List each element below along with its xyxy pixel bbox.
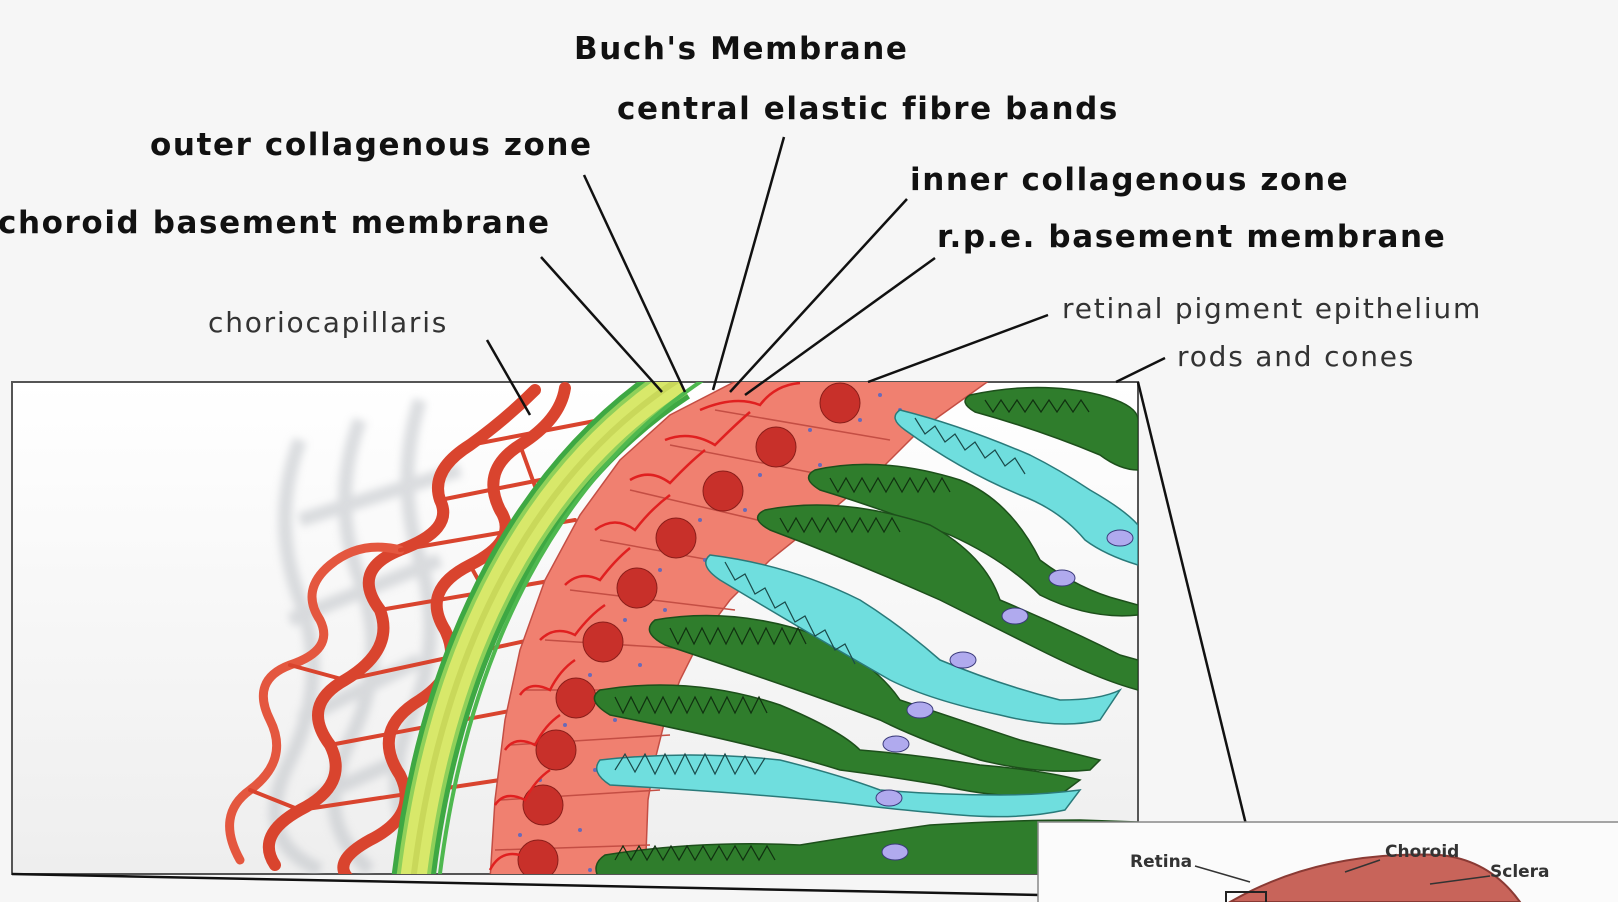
eye-inset: [1037, 821, 1618, 902]
label-inner-collagenous-zone: inner collagenous zone: [910, 162, 1350, 198]
label-choroid-basement-membrane: choroid basement membrane: [0, 205, 551, 241]
label-choriocapillaris: choriocapillaris: [208, 306, 449, 339]
retinal-pigment-epithelium: [489, 382, 989, 874]
photoreceptors: [593, 386, 1138, 874]
label-retinal-pigment-epithelium: retinal pigment epithelium: [1062, 292, 1483, 325]
label-rpe-basement-membrane: r.p.e. basement membrane: [937, 219, 1447, 255]
inset-label-sclera: Sclera: [1490, 862, 1550, 882]
bruchs-membrane-band: [391, 382, 704, 874]
label-central-elastic-fibre-bands: central elastic fibre bands: [617, 91, 1119, 127]
label-outer-collagenous-zone: outer collagenous zone: [150, 127, 593, 163]
eye-wall-shape: [1228, 853, 1522, 902]
label-rods-and-cones: rods and cones: [1177, 340, 1416, 373]
label-bruchs-membrane: Buch's Membrane: [574, 31, 909, 67]
leader-lines: [11, 136, 1264, 897]
inset-label-retina: Retina: [1130, 852, 1193, 872]
inset-label-choroid: Choroid: [1385, 842, 1460, 862]
red-annotation-strokes: [488, 382, 801, 871]
